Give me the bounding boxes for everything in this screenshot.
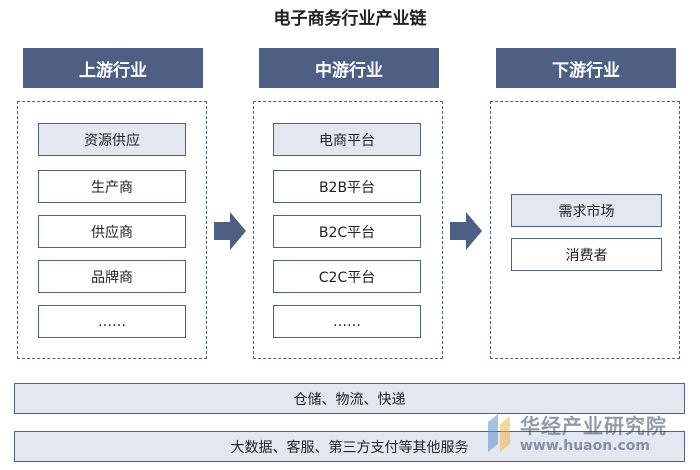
upstream-item: ……	[38, 305, 186, 338]
midstream-item: 电商平台	[273, 123, 421, 156]
watermark-logo: 华经产业研究院 www.huaon.com	[488, 412, 688, 462]
arrow-right-icon	[214, 212, 246, 250]
header-downstream: 下游行业	[496, 48, 676, 88]
diagram-title: 电子商务行业产业链	[273, 9, 427, 29]
upstream-item: 生产商	[38, 170, 186, 203]
header-upstream: 上游行业	[23, 48, 203, 88]
watermark-url: www.huaon.com	[520, 438, 651, 454]
midstream-item: C2C平台	[273, 260, 421, 293]
upstream-item: 品牌商	[38, 260, 186, 293]
upstream-panel: 资源供应 生产商 供应商 品牌商 ……	[17, 101, 207, 359]
downstream-item: 需求市场	[511, 194, 662, 227]
logistics-bar: 仓储、物流、快递	[14, 383, 685, 414]
upstream-item: 资源供应	[38, 123, 186, 156]
logo-icon	[488, 414, 510, 452]
upstream-item: 供应商	[38, 215, 186, 248]
watermark-name: 华经产业研究院	[520, 414, 667, 438]
midstream-item: B2C平台	[273, 215, 421, 248]
midstream-panel: 电商平台 B2B平台 B2C平台 C2C平台 ……	[253, 101, 443, 359]
downstream-panel: 需求市场 消费者	[490, 101, 680, 359]
services-bar: 大数据、客服、第三方支付等其他服务	[14, 431, 685, 462]
downstream-item: 消费者	[511, 238, 662, 271]
header-midstream: 中游行业	[259, 48, 439, 88]
midstream-item: B2B平台	[273, 170, 421, 203]
arrow-right-icon	[450, 212, 482, 250]
midstream-item: ……	[273, 305, 421, 338]
